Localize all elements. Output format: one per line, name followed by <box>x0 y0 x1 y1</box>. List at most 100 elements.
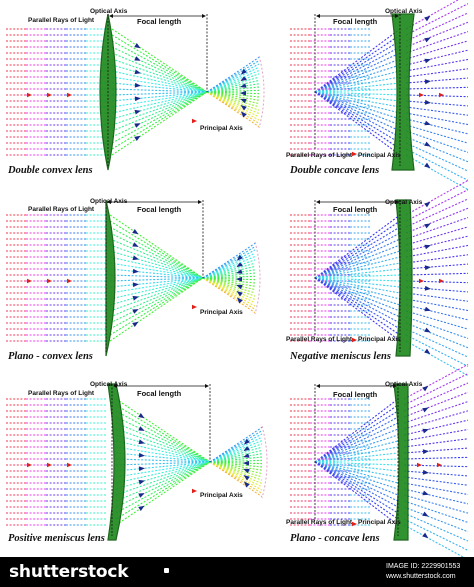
light-ray <box>405 328 469 358</box>
light-ray <box>314 428 399 463</box>
light-ray <box>111 52 208 93</box>
light-ray <box>314 461 399 526</box>
light-ray <box>403 419 469 436</box>
light-ray <box>403 524 465 557</box>
blue-arrow-icon <box>240 105 247 111</box>
light-ray <box>111 91 208 150</box>
plano-concave-lens <box>393 383 409 541</box>
light-ray <box>111 46 208 93</box>
light-ray <box>403 512 469 542</box>
red-arrow-icon <box>27 462 32 468</box>
light-ray <box>314 46 401 93</box>
light-ray <box>314 458 399 463</box>
caption-negative-meniscus: Negative meniscus lens <box>290 351 391 362</box>
blue-arrow-icon <box>138 452 145 458</box>
light-ray <box>109 277 204 306</box>
light-ray <box>115 440 211 463</box>
double-concave-lens <box>391 13 415 171</box>
light-ray <box>405 0 460 30</box>
arrowhead-icon <box>393 384 397 388</box>
light-ray <box>314 277 401 306</box>
site-url: www.shutterstock.com <box>386 573 456 580</box>
blue-arrow-icon <box>424 265 431 271</box>
blue-arrow-icon <box>240 90 247 96</box>
light-ray <box>403 506 469 533</box>
blue-arrow-icon <box>138 479 145 485</box>
blue-arrow-icon <box>422 407 429 413</box>
arrowhead-icon <box>395 200 399 204</box>
light-ray <box>314 404 399 463</box>
arrowhead-icon <box>205 384 209 388</box>
blue-arrow-icon <box>138 466 145 472</box>
light-ray <box>111 91 208 132</box>
light-ray <box>314 91 401 120</box>
light-ray <box>405 340 469 377</box>
light-ray <box>314 244 401 279</box>
light-ray <box>403 373 469 406</box>
blue-arrow-icon <box>132 309 139 314</box>
focal-length-label: Focal length <box>137 205 182 214</box>
light-ray <box>405 3 469 36</box>
optical-axis-label: Optical Axis <box>385 381 423 388</box>
light-ray <box>405 189 469 222</box>
light-ray <box>115 461 211 520</box>
blue-arrow-icon <box>424 79 431 85</box>
light-ray <box>109 250 204 279</box>
blue-arrow-icon <box>424 327 431 333</box>
light-ray <box>115 461 211 466</box>
light-ray <box>405 310 469 330</box>
light-ray <box>111 91 208 114</box>
light-ray <box>115 461 211 496</box>
light-ray <box>314 461 399 496</box>
principal-axis-label: Principal Axis <box>200 492 243 499</box>
parallel-rays-label: Parallel Rays of Light <box>28 390 95 397</box>
light-ray <box>202 277 256 314</box>
blue-arrow-icon <box>132 229 139 235</box>
light-ray <box>403 476 469 486</box>
blue-arrow-icon <box>422 532 429 539</box>
blue-arrow-icon <box>424 58 431 64</box>
panel-5 <box>6 383 268 541</box>
light-ray <box>314 416 399 463</box>
light-ray <box>405 106 469 116</box>
light-ray <box>206 91 260 128</box>
blue-arrow-icon <box>424 162 431 169</box>
principal-axis-label: Principal Axis <box>200 125 243 132</box>
light-ray <box>314 461 399 520</box>
light-ray <box>314 461 399 472</box>
blue-arrow-icon <box>240 98 247 104</box>
blue-arrow-icon <box>243 460 250 466</box>
blue-arrow-icon <box>132 282 139 288</box>
light-ray <box>109 277 204 330</box>
light-ray <box>403 482 469 496</box>
light-ray <box>403 494 469 514</box>
light-ray <box>115 398 211 463</box>
light-ray <box>314 238 401 279</box>
light-ray <box>314 422 399 463</box>
light-ray <box>206 63 260 93</box>
light-ray <box>405 136 469 163</box>
light-ray <box>314 64 401 93</box>
light-ray <box>405 280 469 284</box>
red-arrow-icon <box>352 151 357 157</box>
light-ray <box>314 461 399 490</box>
light-ray <box>206 56 260 93</box>
light-ray <box>314 52 401 93</box>
optical-axis-label: Optical Axis <box>385 8 423 15</box>
arrowhead-icon <box>316 200 320 204</box>
caption-plano-concave: Plano - concave lens <box>290 533 380 544</box>
light-ray <box>206 70 260 93</box>
red-arrow-icon <box>439 92 444 98</box>
light-ray <box>115 461 211 502</box>
light-ray <box>314 232 401 279</box>
focal-length-label: Focal length <box>137 17 182 26</box>
light-ray <box>109 232 204 279</box>
light-ray <box>206 91 260 121</box>
light-ray <box>109 256 204 279</box>
light-ray <box>314 214 401 279</box>
red-arrow-icon <box>419 92 424 98</box>
light-ray <box>403 438 469 448</box>
arrowhead-icon <box>113 384 117 388</box>
light-ray <box>209 461 263 484</box>
focal-length-label: Focal length <box>333 390 378 399</box>
